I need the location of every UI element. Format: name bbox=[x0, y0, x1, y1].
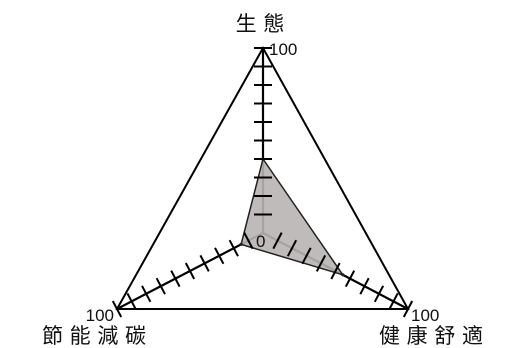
tick-energy-90 bbox=[126, 292, 137, 310]
max-label-energy: 100 bbox=[86, 306, 114, 325]
tick-comfort-100 bbox=[402, 300, 414, 318]
tick-energy-10 bbox=[243, 232, 254, 250]
tick-energy-50 bbox=[184, 262, 196, 280]
tick-comfort-50 bbox=[330, 262, 341, 280]
axis-label-energy: 節 能 減 碳 bbox=[42, 324, 146, 348]
tick-comfort-40 bbox=[315, 254, 327, 272]
tick-energy-80 bbox=[141, 285, 152, 303]
data-point-comfort bbox=[341, 273, 345, 277]
tick-comfort-70 bbox=[359, 277, 370, 295]
tick-energy-40 bbox=[199, 254, 210, 272]
tick-comfort-80 bbox=[373, 285, 385, 303]
max-label-ecology: 100 bbox=[269, 40, 297, 59]
axis-label-ecology: 生 態 bbox=[236, 12, 285, 36]
tick-energy-20 bbox=[228, 239, 239, 257]
tick-energy-60 bbox=[170, 270, 181, 288]
tick-comfort-60 bbox=[344, 270, 356, 288]
max-label-comfort: 100 bbox=[411, 306, 439, 325]
tick-comfort-10 bbox=[272, 232, 283, 250]
axis-label-comfort: 健 康 舒 適 bbox=[379, 324, 483, 348]
tick-comfort-30 bbox=[301, 247, 312, 265]
tick-energy-70 bbox=[155, 277, 166, 295]
tick-energy-100 bbox=[111, 300, 123, 318]
tick-comfort-90 bbox=[388, 292, 399, 310]
tick-energy-30 bbox=[214, 247, 225, 265]
origin-label: 0 bbox=[256, 232, 265, 251]
data-point-energy bbox=[239, 242, 243, 246]
outer-triangle bbox=[115, 45, 410, 310]
data-area bbox=[240, 157, 345, 277]
tick-comfort-20 bbox=[286, 239, 298, 257]
